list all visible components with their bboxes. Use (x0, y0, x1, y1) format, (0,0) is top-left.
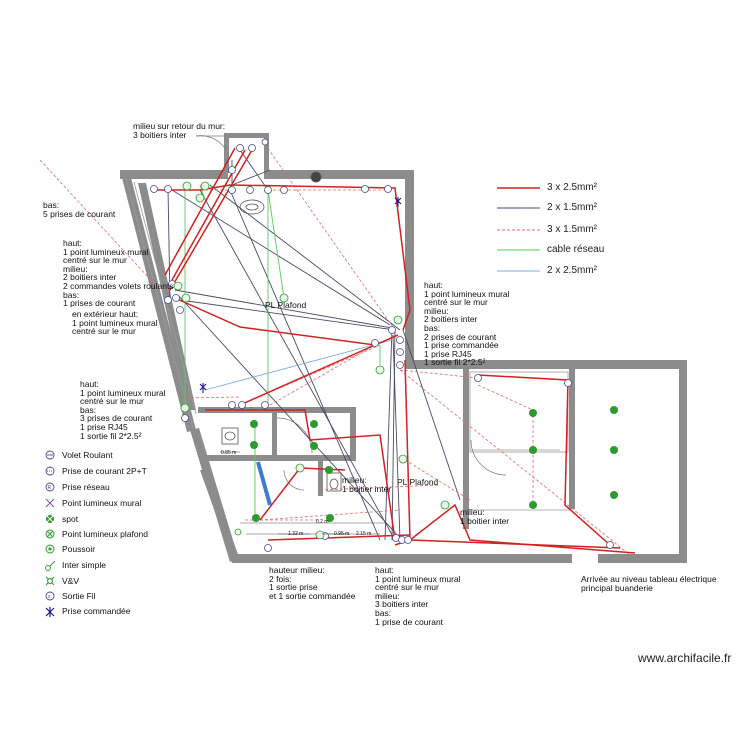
poussoir-icon (45, 544, 55, 554)
symbol-label-vv: V&V (62, 576, 80, 586)
doors (195, 135, 507, 491)
wall (224, 133, 269, 138)
legend-item-3x2.5: 3 x 2.5mm² (547, 182, 598, 193)
wall (405, 360, 686, 369)
wires-reseau (184, 184, 381, 520)
svg-text:R: R (48, 485, 52, 491)
dim-label: 2.15 m (356, 531, 372, 537)
wall (206, 455, 356, 461)
dim-markers (220, 451, 350, 535)
note-milieu-wc: milieu: 1 boitier inter (342, 475, 392, 494)
symbol-label-prise-courant: Prise de courant 2P+T (62, 466, 147, 476)
note-haut-right: haut: 1 point lumineux mural centré sur … (424, 280, 510, 368)
symbol-legend-icons: R s (45, 450, 56, 617)
wall (224, 133, 229, 173)
walls (120, 133, 687, 563)
room-label-pl-plafond-1: PL Plafond (265, 300, 307, 310)
wires-2x1.5 (167, 149, 461, 541)
wall (120, 170, 228, 179)
symbol-label-prise-commandee: Prise commandée (62, 606, 131, 616)
dim-label: 0.85 m (221, 450, 237, 456)
wires-3x1.5 (39, 139, 631, 556)
watermark[interactable]: www.archifacile.fr (638, 651, 732, 665)
prise-courant-icon (45, 466, 55, 476)
wall (272, 413, 277, 458)
inter-simple-icon (45, 560, 56, 571)
wall (200, 470, 240, 560)
legend-lines (497, 187, 540, 272)
symbol-label-point-lumineux-mural: Point lumineux mural (62, 498, 142, 508)
point-lumineux-plafond-icon (45, 529, 55, 539)
wall (598, 554, 686, 563)
svg-text:s: s (48, 594, 51, 600)
note-haut-bottom: haut: 1 point lumineux mural centré sur … (375, 565, 461, 627)
note-bas-prises: bas: 5 prises de courant (43, 200, 116, 219)
wall (463, 369, 469, 529)
legend-item-3x1.5: 3 x 1.5mm² (547, 224, 598, 235)
spot-icons (173, 181, 450, 540)
note-milieu-annex: milieu: 1 boitier inter (460, 507, 510, 526)
va-et-vient-icon (45, 576, 55, 586)
symbol-label-point-lumineux-plafond: Point lumineux plafond (62, 529, 149, 539)
symbol-label-prise-reseau: Prise réseau (62, 482, 110, 492)
wall (264, 170, 406, 179)
dim-label: 0.95 m (334, 531, 350, 537)
point-lumineux-mural-icon (45, 498, 55, 508)
wall (264, 133, 269, 173)
symbol-label-poussoir: Poussoir (62, 544, 96, 554)
room-label-pl-plafond-2: PL Plafond (397, 477, 439, 487)
note-arrivee-tableau: Arrivée au niveau tableau électrique pri… (581, 574, 717, 593)
symbol-label-inter-simple: Inter simple (62, 560, 106, 570)
spot-icon (46, 515, 54, 523)
symbol-label-volet-roulant: Volet Roulant (62, 450, 113, 460)
prise-commandee-icons (199, 197, 402, 393)
wall (350, 407, 356, 457)
legend-item-2x1.5: 2 x 1.5mm² (547, 202, 598, 213)
symbol-label-spot: spot (62, 514, 79, 524)
fixtures (221, 171, 342, 492)
note-haut-volets: haut: 1 point lumineux mural centré sur … (63, 238, 174, 309)
wall (232, 554, 572, 563)
wall (405, 170, 414, 362)
prise-reseau-icon: R (45, 482, 55, 492)
dim-label: 1.32 m (288, 531, 304, 537)
wires-2x2.5 (204, 339, 393, 391)
note-retour-mur: milieu sur retour du mur: 3 boitiers int… (133, 121, 226, 140)
wall (569, 369, 575, 509)
wall (318, 461, 323, 496)
wall (679, 360, 687, 563)
note-hauteur-milieu: hauteur milieu: 2 fois: 1 sortie prise e… (269, 565, 356, 601)
symbol-label-sortie-fil: Sortie Fil (62, 591, 96, 601)
wall (120, 170, 196, 432)
note-haut-rj45: haut: 1 point lumineux mural centré sur … (80, 379, 166, 441)
prise-courant-icons (150, 138, 614, 552)
sortie-fil-icon: s (45, 591, 55, 601)
window-marker (256, 461, 272, 506)
symbols (150, 138, 618, 552)
legend-item-cable-reseau: cable réseau (547, 244, 605, 255)
legend-item-2x2.5: 2 x 2.5mm² (547, 265, 598, 276)
dim-label: 0.2 m (316, 519, 329, 525)
volet-roulant-icon (45, 450, 55, 460)
note-exterieur: en extérieur haut: 1 point lumineux mura… (72, 309, 158, 337)
prise-commandee-icon (45, 607, 55, 617)
spot-filled-icons (250, 406, 618, 522)
